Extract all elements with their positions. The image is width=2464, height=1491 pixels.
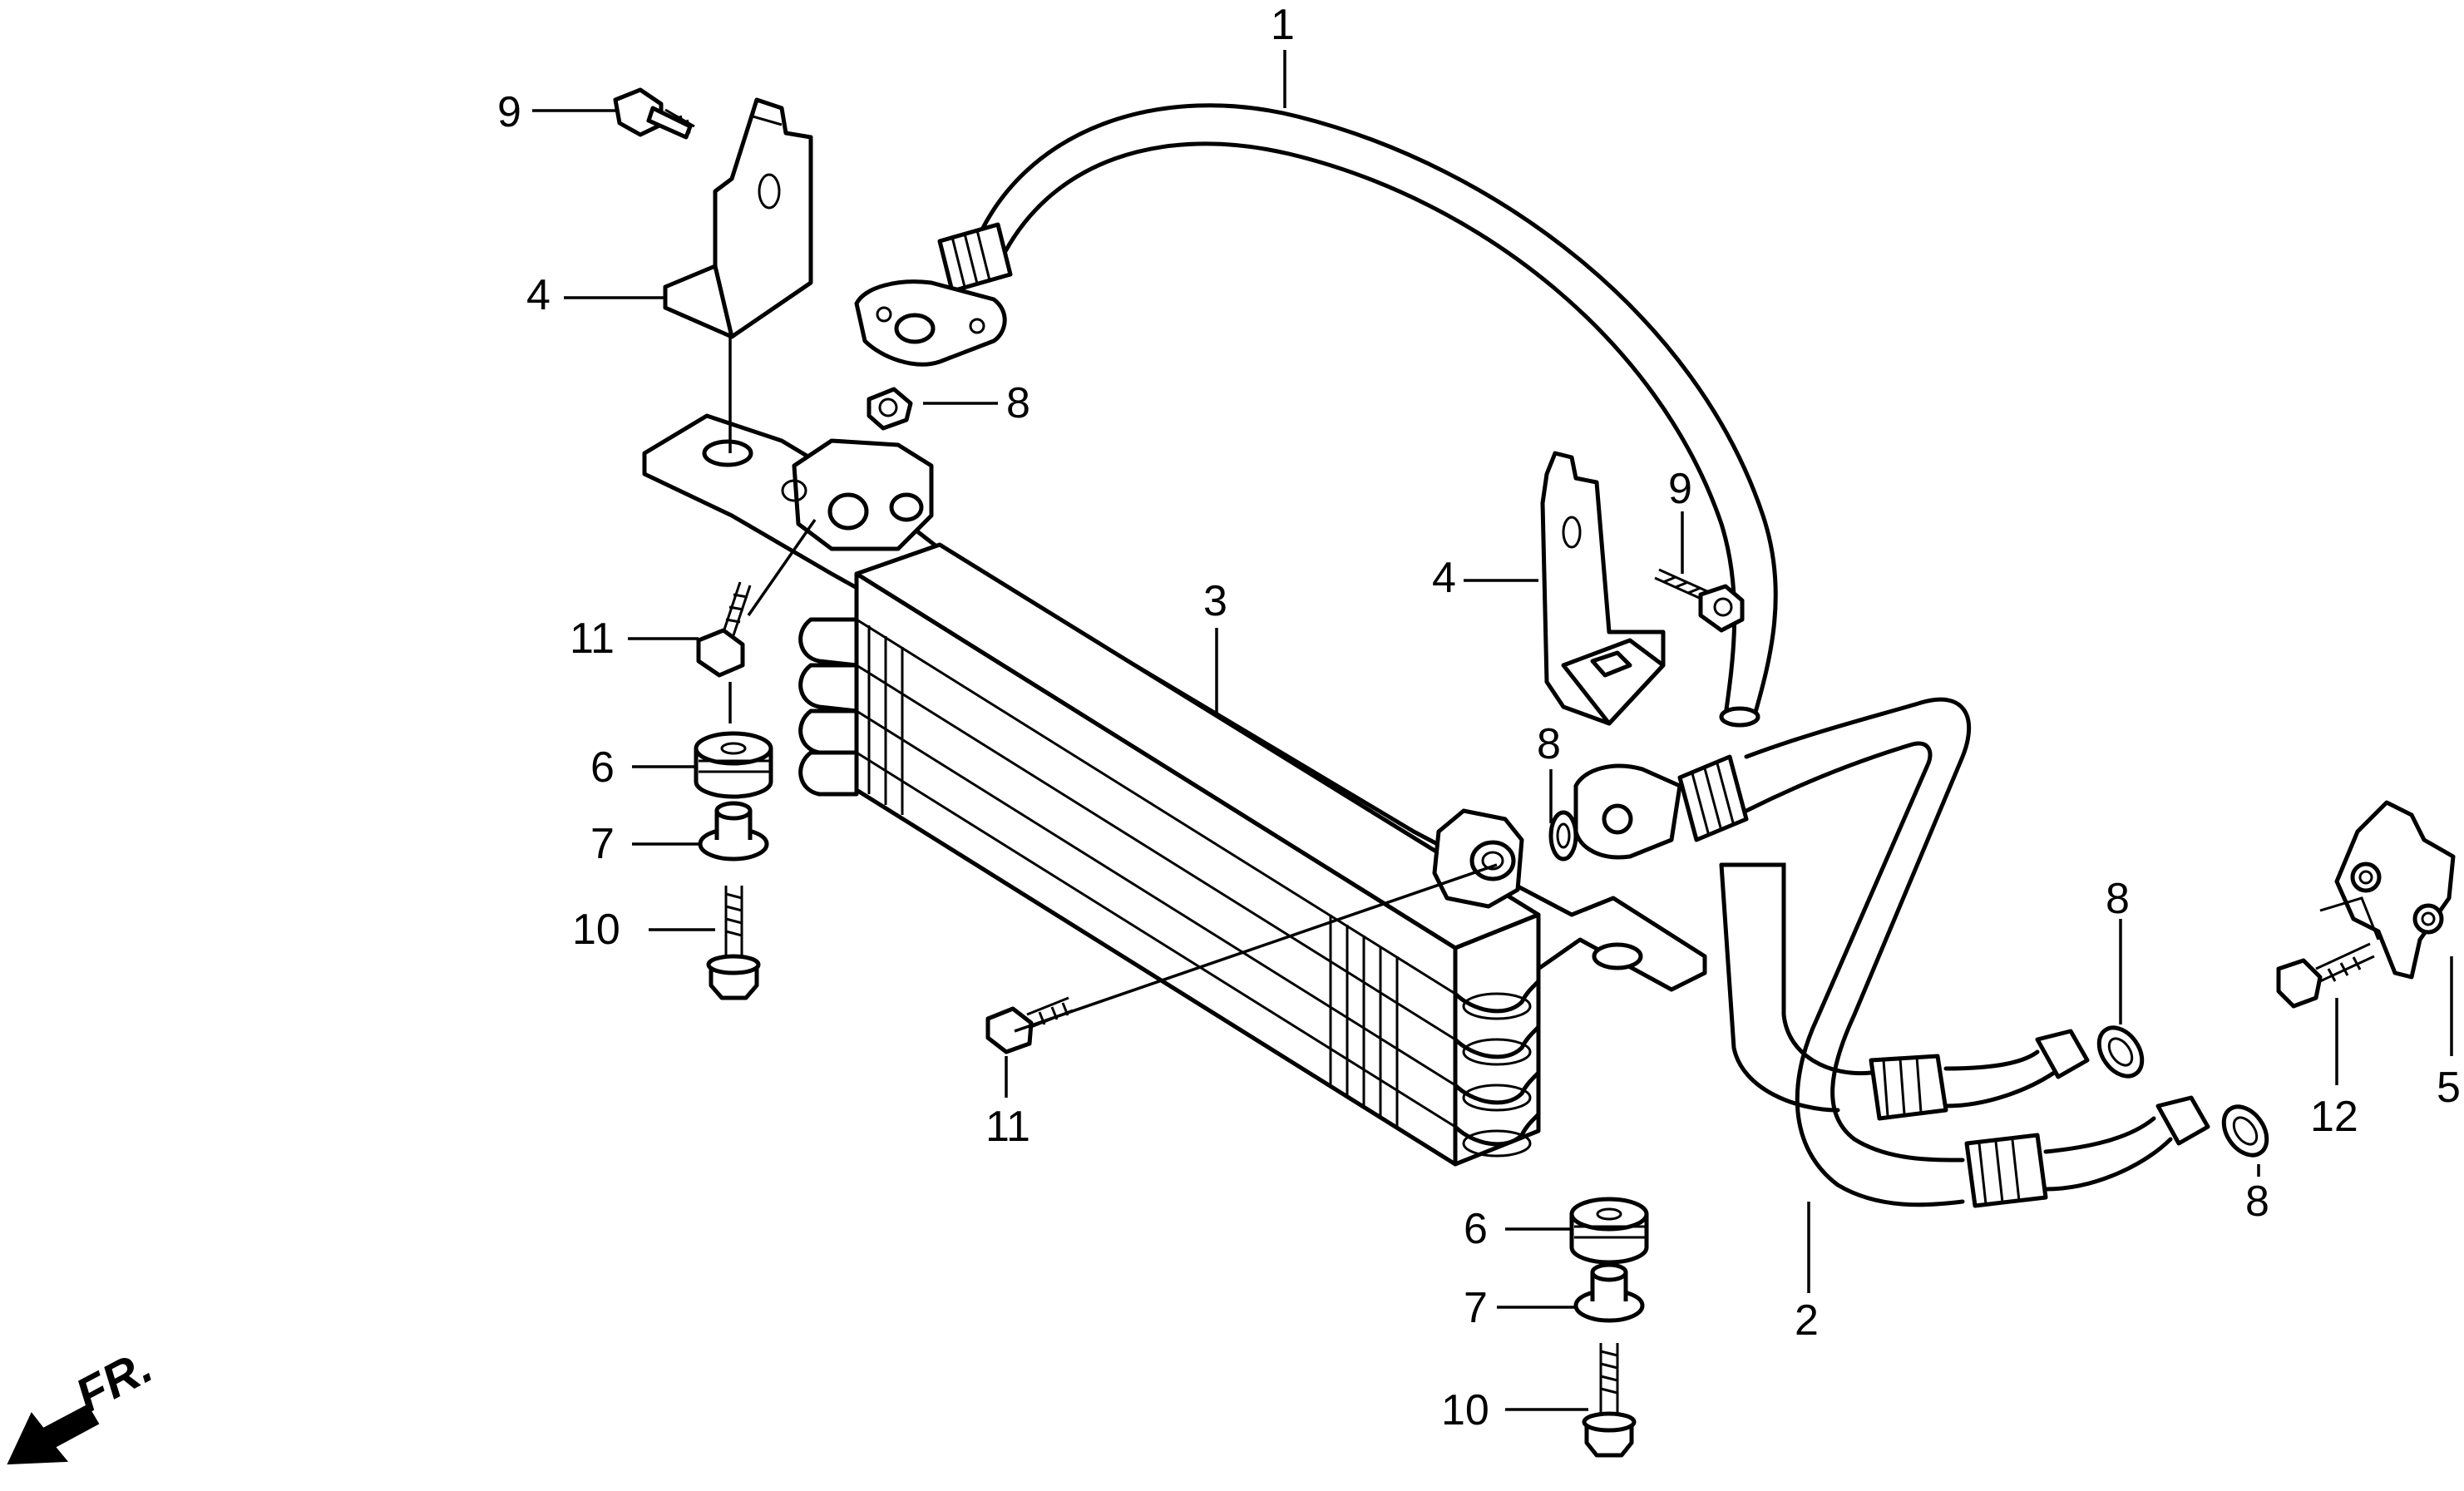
washer-8-right-upper: [2096, 1025, 2145, 1079]
hose-clamp-5: [2319, 800, 2456, 980]
callout-8-right-lower: 8: [2245, 1177, 2269, 1226]
callout-5: 5: [2437, 1064, 2461, 1112]
callout-6-right: 6: [1464, 1205, 1488, 1253]
bolt-12: [2276, 942, 2375, 1009]
callout-3: 3: [1203, 577, 1227, 625]
callout-9-right: 9: [1668, 465, 1692, 513]
callout-7-right: 7: [1464, 1284, 1488, 1332]
callout-2: 2: [1795, 1296, 1819, 1345]
callout-4-left: 4: [526, 271, 551, 319]
callout-8-mid: 8: [1537, 720, 1561, 768]
bolt-9-left: [613, 87, 695, 140]
washer-8-mid: [1548, 810, 1578, 862]
callout-labels: 1 2 3 4 4 5 6 6 7 7 8 8 8 8 9 9 10 10 11…: [497, 1, 2461, 1434]
collar-7-left: [698, 801, 769, 862]
bolt-10-left: [706, 886, 761, 1000]
front-direction-marker: FR.: [7, 1339, 161, 1465]
callout-6-left: 6: [590, 743, 615, 792]
callout-10-left: 10: [572, 906, 620, 954]
bracket-4-right: [1540, 451, 1666, 726]
callout-8-upper: 8: [1006, 379, 1030, 427]
callout-11-center: 11: [985, 1103, 1030, 1151]
bolt-11-left: [696, 581, 752, 678]
oil-cooler-3: [642, 413, 1707, 1167]
bolt-10-right: [1582, 1343, 1637, 1458]
bolt-9-right: [1654, 568, 1745, 633]
washer-8-upper: [867, 387, 913, 431]
callout-9-left: 9: [497, 88, 521, 136]
front-direction-arrow-icon: [7, 1404, 100, 1465]
callout-12: 12: [2310, 1093, 2358, 1141]
callout-7-left: 7: [590, 820, 615, 868]
washer-8-right-lower: [2221, 1104, 2269, 1158]
grommet-6-right: [1569, 1197, 1649, 1265]
leader-lines: [532, 50, 2453, 1411]
callout-11-left: 11: [570, 615, 615, 663]
callout-10-right: 10: [1441, 1386, 1489, 1434]
oil-hose-1: [854, 103, 1778, 728]
oil-hose-2: [1573, 697, 2210, 1208]
callout-8-right-upper: 8: [2106, 875, 2130, 923]
bracket-4-left: [663, 97, 813, 339]
callout-1: 1: [1271, 1, 1295, 49]
collar-7-right: [1573, 1262, 1645, 1323]
callout-4-right: 4: [1432, 554, 1456, 602]
grommet-6-left: [694, 731, 773, 799]
